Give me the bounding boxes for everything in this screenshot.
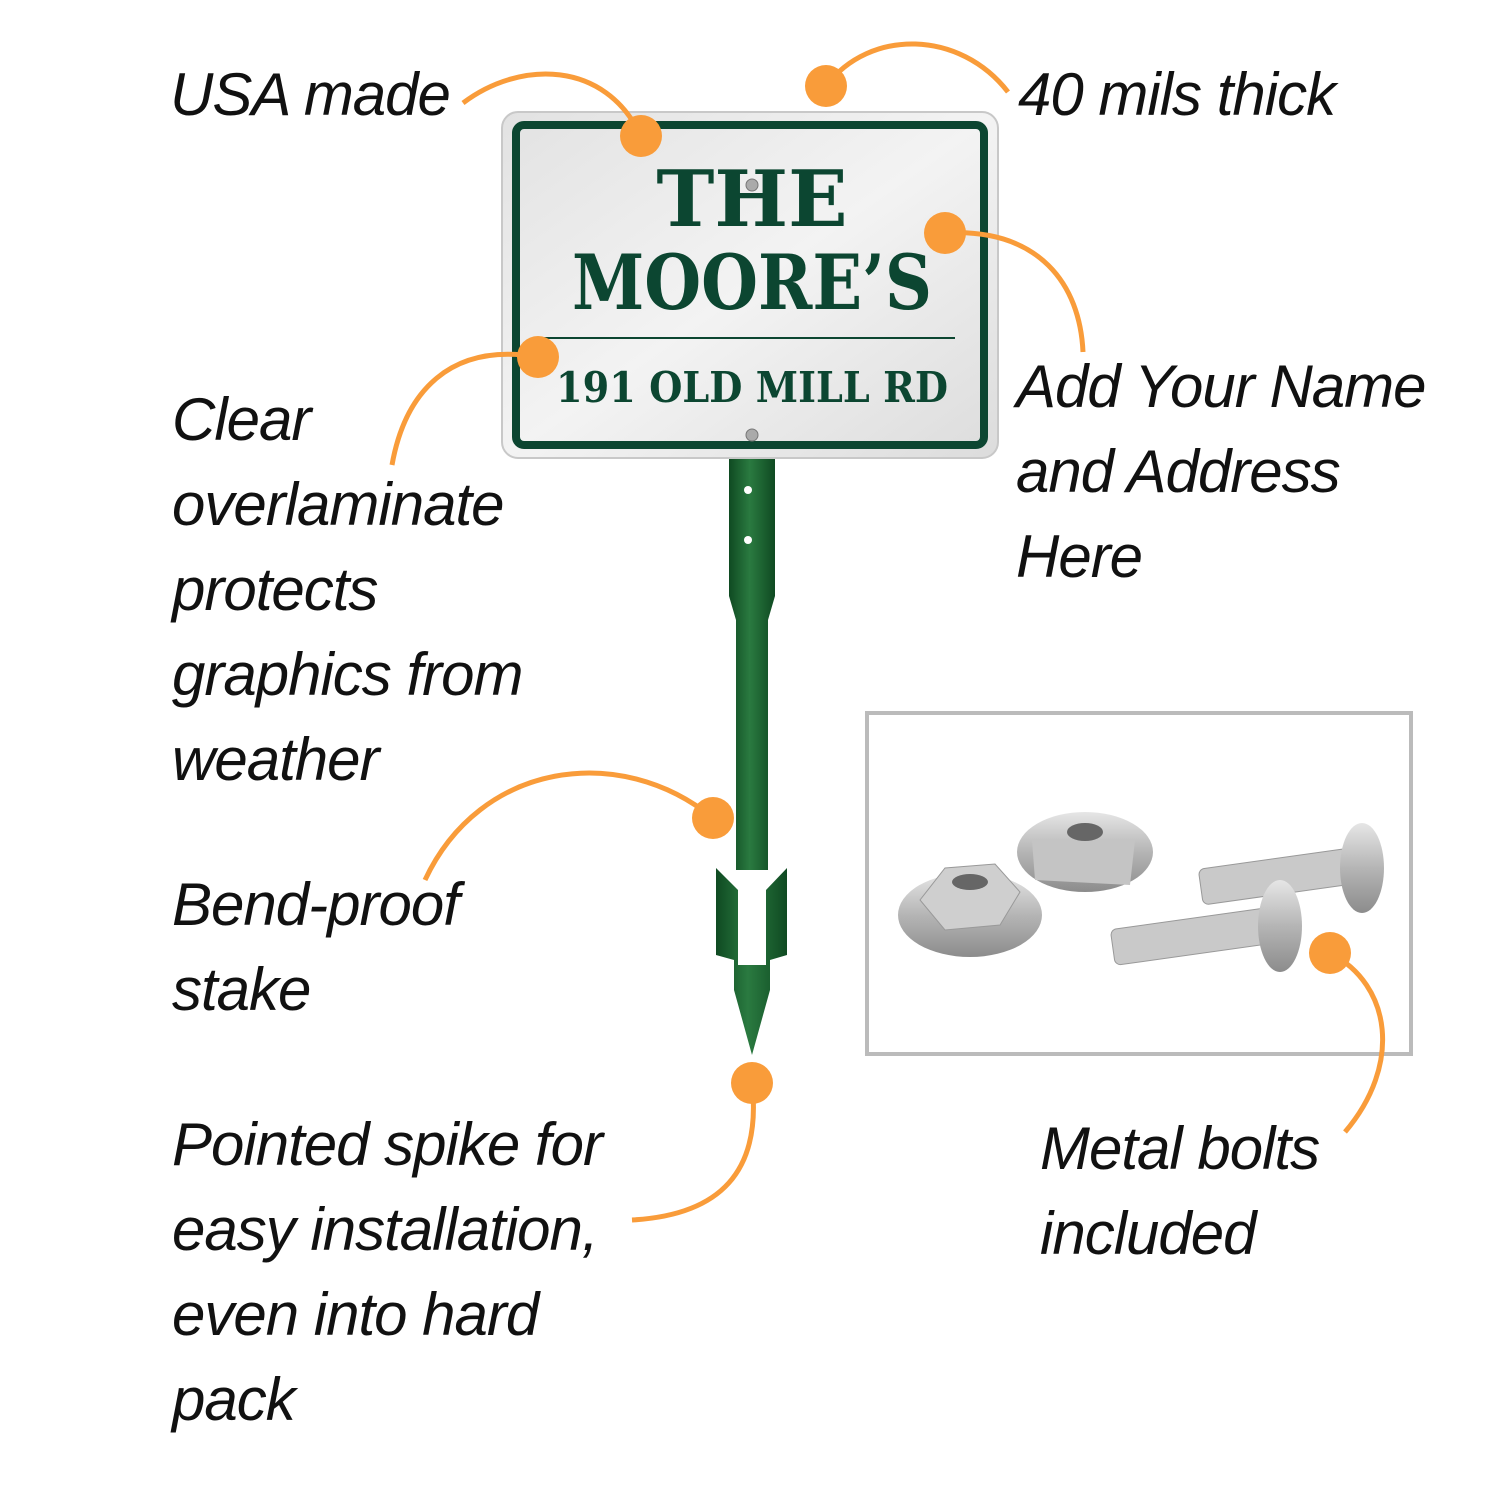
callout-text: USA made (170, 61, 451, 128)
callout-text: included (1040, 1200, 1257, 1267)
callout-text: Pointed spike for (172, 1111, 603, 1178)
callout-overlaminate: Clear overlaminate protects graphics fro… (172, 377, 523, 802)
callout-text: stake (172, 956, 311, 1023)
callout-text: Metal bolts (1040, 1115, 1320, 1182)
callout-bolts: Metal bolts included (1040, 1106, 1320, 1276)
callout-text: and Address (1016, 438, 1341, 505)
sign-line-2: MOORE’S (572, 238, 932, 327)
callout-text: overlaminate (172, 471, 505, 538)
callout-stake: Bend-proof stake (172, 862, 460, 1032)
callout-text: Bend-proof (172, 871, 460, 938)
callout-text: pack (172, 1366, 296, 1433)
stake (716, 456, 787, 1055)
callout-text: protects (172, 556, 378, 623)
callout-thickness: 40 mils thick (1018, 52, 1336, 137)
sign-line-1: THE (656, 154, 847, 245)
callout-text: easy installation, (172, 1196, 599, 1263)
callout-custom-text: Add Your Name and Address Here (1016, 344, 1426, 599)
callout-dots (517, 65, 1351, 1104)
callout-text: weather (172, 726, 379, 793)
callout-usa-made: USA made (170, 52, 451, 137)
hardware-image (865, 711, 1413, 1056)
callout-text: Add Your Name (1016, 353, 1426, 420)
callout-text: even into hard (172, 1281, 539, 1348)
callout-lines (389, 41, 1386, 1223)
callout-text: Here (1016, 523, 1143, 590)
callout-text: 40 mils thick (1018, 61, 1336, 128)
sign: THE MOORE’S 191 OLD MILL RD (501, 111, 999, 459)
callout-spike: Pointed spike for easy installation, eve… (172, 1102, 603, 1442)
callout-text: graphics from (172, 641, 523, 708)
callout-text: Clear (172, 386, 311, 453)
sign-address: 191 OLD MILL RD (556, 363, 948, 412)
